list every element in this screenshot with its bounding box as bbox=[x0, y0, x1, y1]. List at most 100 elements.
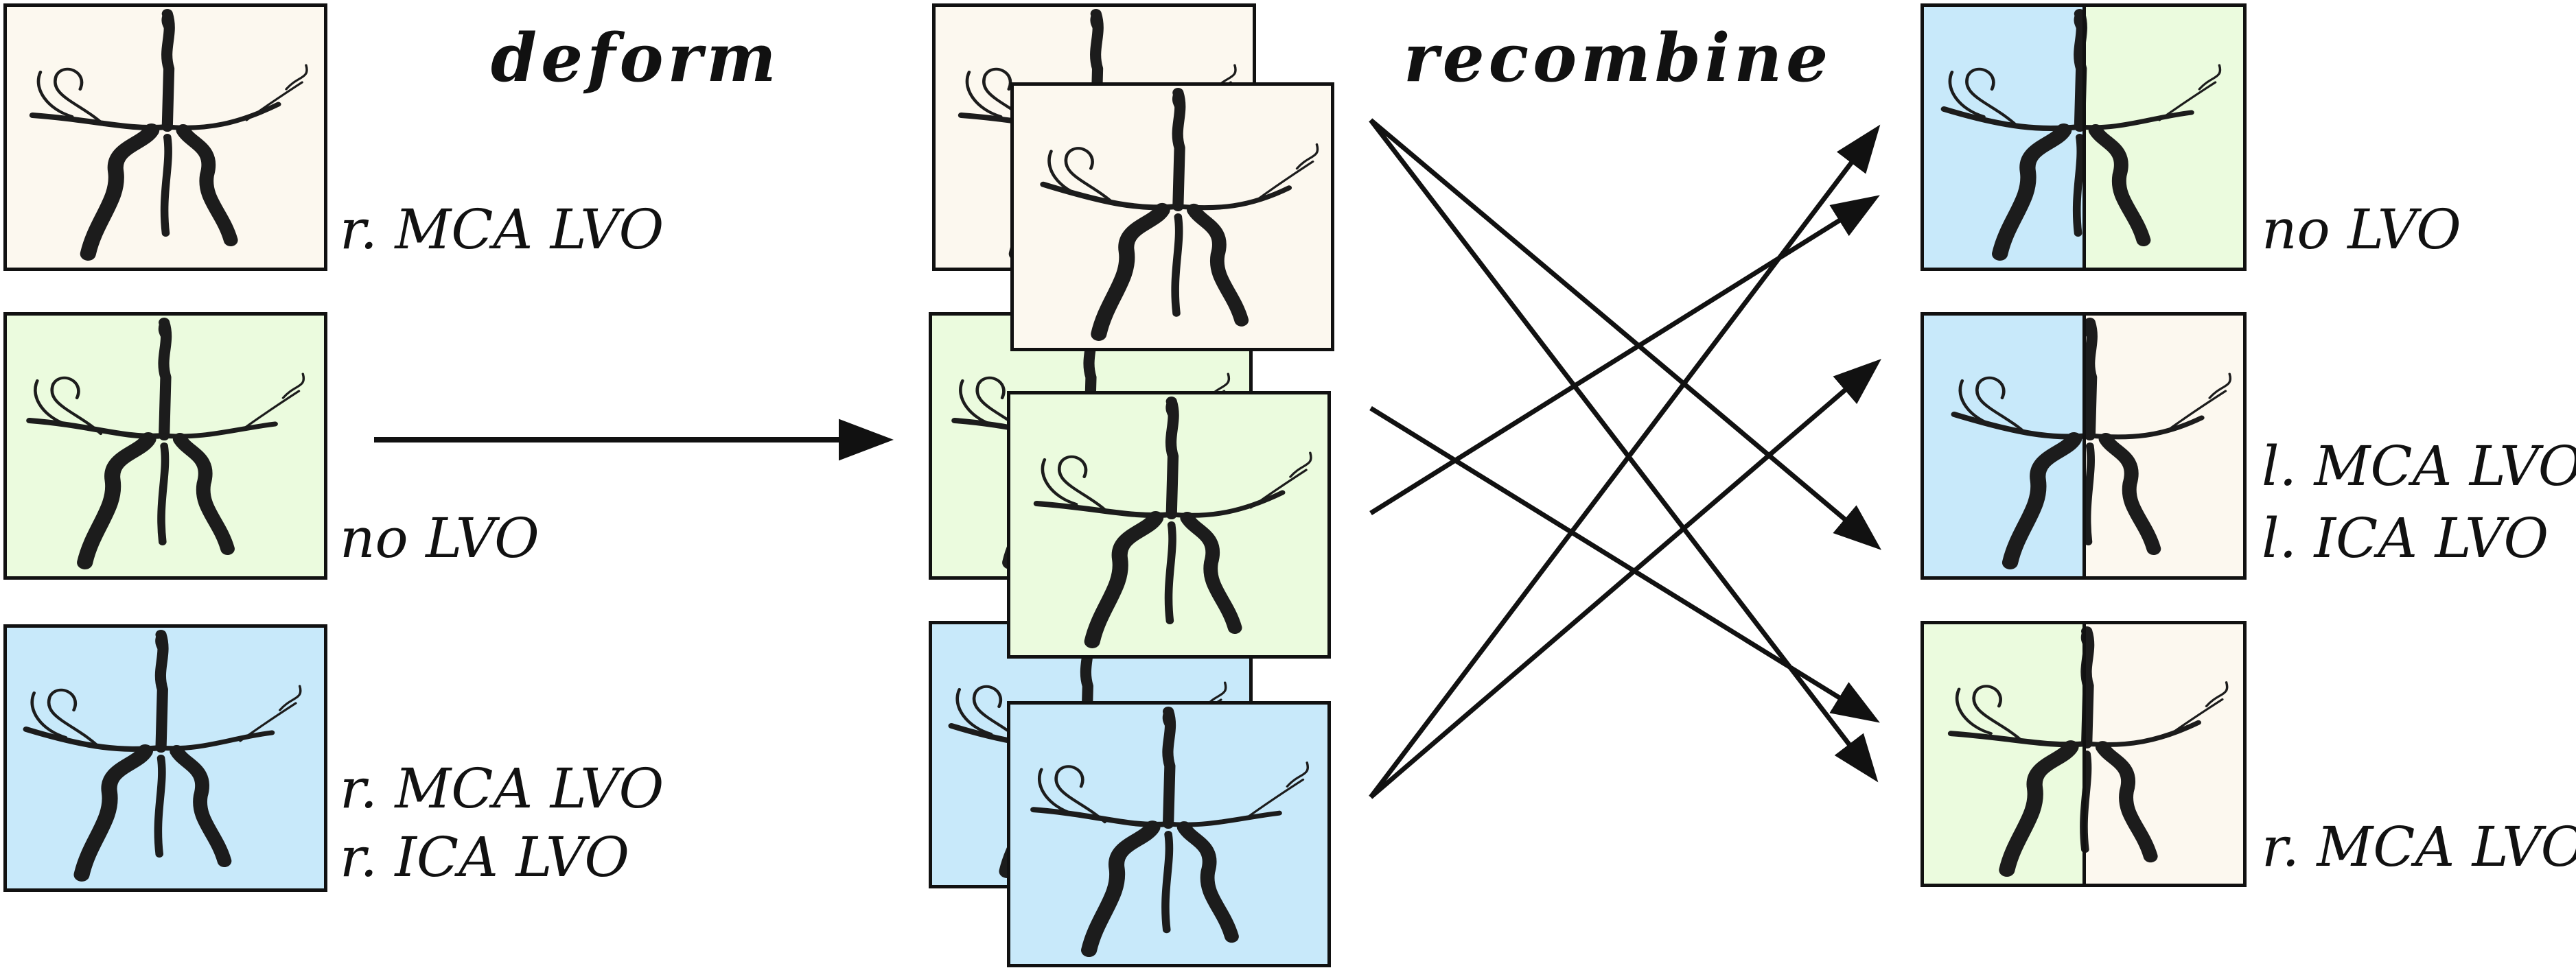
vessel-drawing bbox=[1940, 9, 2222, 261]
vessel-drawing bbox=[29, 9, 308, 261]
vessel-segment bbox=[279, 685, 302, 711]
left-label-middle-1: no LVO bbox=[340, 506, 539, 570]
vessel-segment bbox=[1037, 768, 1075, 816]
vessel-segment bbox=[80, 123, 160, 261]
vessel-segment bbox=[1165, 401, 1174, 434]
vessel-segment bbox=[73, 744, 153, 882]
vessel-segment bbox=[2198, 64, 2222, 91]
vessel-segment bbox=[281, 373, 305, 399]
vessel-segment bbox=[1172, 93, 1181, 126]
vessel-segment bbox=[2098, 433, 2161, 555]
vessel-segment bbox=[1965, 67, 2018, 126]
vessel-segment bbox=[2084, 322, 2093, 355]
vessel-segment bbox=[1955, 687, 1993, 735]
right-label-middle-2: l. ICA LVO bbox=[2262, 506, 2549, 570]
vessel-segment bbox=[34, 379, 71, 427]
vessel-segment bbox=[2088, 124, 2151, 246]
vessel-segment bbox=[154, 755, 166, 858]
vessel-segment bbox=[1999, 740, 2079, 877]
vessel-segment bbox=[2165, 698, 2224, 738]
vessel-segment bbox=[30, 692, 68, 739]
vessel-segment bbox=[77, 432, 156, 569]
vessel-segment bbox=[1256, 161, 1314, 201]
vessel-segment bbox=[1064, 147, 1117, 206]
deform-heading: deform bbox=[491, 19, 780, 97]
vessel-segment bbox=[1972, 685, 2025, 744]
vessel-segment bbox=[1164, 521, 1176, 624]
vessel-segment bbox=[47, 688, 100, 747]
original-panel-middle bbox=[3, 312, 327, 580]
recombined-panel-top bbox=[1921, 3, 2247, 271]
split-divider bbox=[2082, 624, 2086, 884]
vessel-segment bbox=[36, 71, 74, 118]
vessel-segment bbox=[1286, 762, 1310, 788]
left-label-top-1: r. MCA LVO bbox=[340, 198, 664, 261]
vessel-segment bbox=[2205, 681, 2229, 707]
vessel-segment bbox=[1975, 376, 2028, 435]
recombine-arrow-3 bbox=[1369, 406, 1880, 723]
vessel-segment bbox=[1246, 778, 1305, 818]
vessel-segment bbox=[1171, 213, 1183, 317]
vessel-segment bbox=[1951, 412, 2093, 440]
vessel-segment bbox=[975, 376, 1028, 435]
vessel-segment bbox=[161, 14, 170, 46]
deformed-front-panel-bottom bbox=[1007, 701, 1331, 967]
vessel-segment bbox=[172, 433, 235, 555]
vessel-segment bbox=[1041, 458, 1078, 506]
vessel-segment bbox=[160, 134, 172, 237]
vessel-segment bbox=[1084, 511, 1164, 648]
vessel-segment bbox=[1161, 831, 1174, 934]
vessel-segment bbox=[158, 322, 167, 355]
vessel-segment bbox=[2001, 432, 2082, 569]
vessel-segment bbox=[242, 390, 301, 430]
vessel-segment bbox=[2208, 373, 2232, 399]
deformed-front-panel-middle bbox=[1007, 391, 1331, 659]
vessel-segment bbox=[1295, 143, 1319, 170]
vessel-segment bbox=[2074, 14, 2082, 46]
recombine-arrow-1 bbox=[1369, 118, 1882, 550]
vessel-segment bbox=[1162, 711, 1171, 744]
vessel-drawing bbox=[1033, 397, 1312, 648]
split-divider bbox=[2082, 7, 2086, 268]
vessel-segment bbox=[1948, 71, 1986, 118]
recombined-panel-middle bbox=[1921, 312, 2247, 580]
vessel-segment bbox=[239, 702, 297, 742]
vessel-segment bbox=[157, 442, 170, 545]
recombine-arrow-5 bbox=[1369, 359, 1881, 799]
vessel-segment bbox=[176, 124, 238, 246]
right-label-top-1: no LVO bbox=[2262, 198, 2461, 261]
vessel-segment bbox=[959, 379, 996, 427]
vessel-segment bbox=[2082, 442, 2095, 545]
vessel-segment bbox=[1187, 203, 1249, 327]
vessel-segment bbox=[2095, 741, 2158, 863]
vessel-segment bbox=[2168, 390, 2227, 430]
left-label-bottom-2: r. ICA LVO bbox=[340, 825, 629, 889]
vessel-segment bbox=[1091, 202, 1170, 341]
vessel-segment bbox=[1176, 821, 1239, 943]
vessel-segment bbox=[54, 67, 106, 126]
vessel-segment bbox=[2072, 134, 2085, 237]
split-divider bbox=[2082, 316, 2086, 576]
left-label-bottom-1: r. MCA LVO bbox=[340, 757, 664, 821]
deformed-front-panel-top bbox=[1010, 82, 1334, 351]
recombine-arrow-4 bbox=[1369, 195, 1880, 515]
vessel-segment bbox=[50, 376, 103, 435]
vessel-segment bbox=[965, 71, 1003, 118]
vessel-segment bbox=[1047, 150, 1085, 198]
recombine-arrow-2 bbox=[1369, 118, 1879, 783]
vessel-segment bbox=[1289, 451, 1312, 478]
right-label-bottom-1: r. MCA LVO bbox=[2262, 815, 2576, 879]
vessel-segment bbox=[972, 685, 1025, 744]
vessel-segment bbox=[245, 81, 303, 121]
vessel-segment bbox=[1958, 379, 1996, 427]
recombine-arrow-6 bbox=[1369, 124, 1881, 799]
recombine-heading: recombine bbox=[1404, 19, 1833, 97]
vessel-drawing bbox=[1040, 88, 1319, 341]
vessel-segment bbox=[1090, 14, 1099, 46]
vessel-segment bbox=[1249, 469, 1308, 509]
vessel-segment bbox=[155, 635, 164, 667]
recombined-panel-bottom bbox=[1921, 621, 2247, 887]
vessel-drawing bbox=[1951, 318, 2232, 569]
vessel-segment bbox=[1081, 821, 1161, 958]
